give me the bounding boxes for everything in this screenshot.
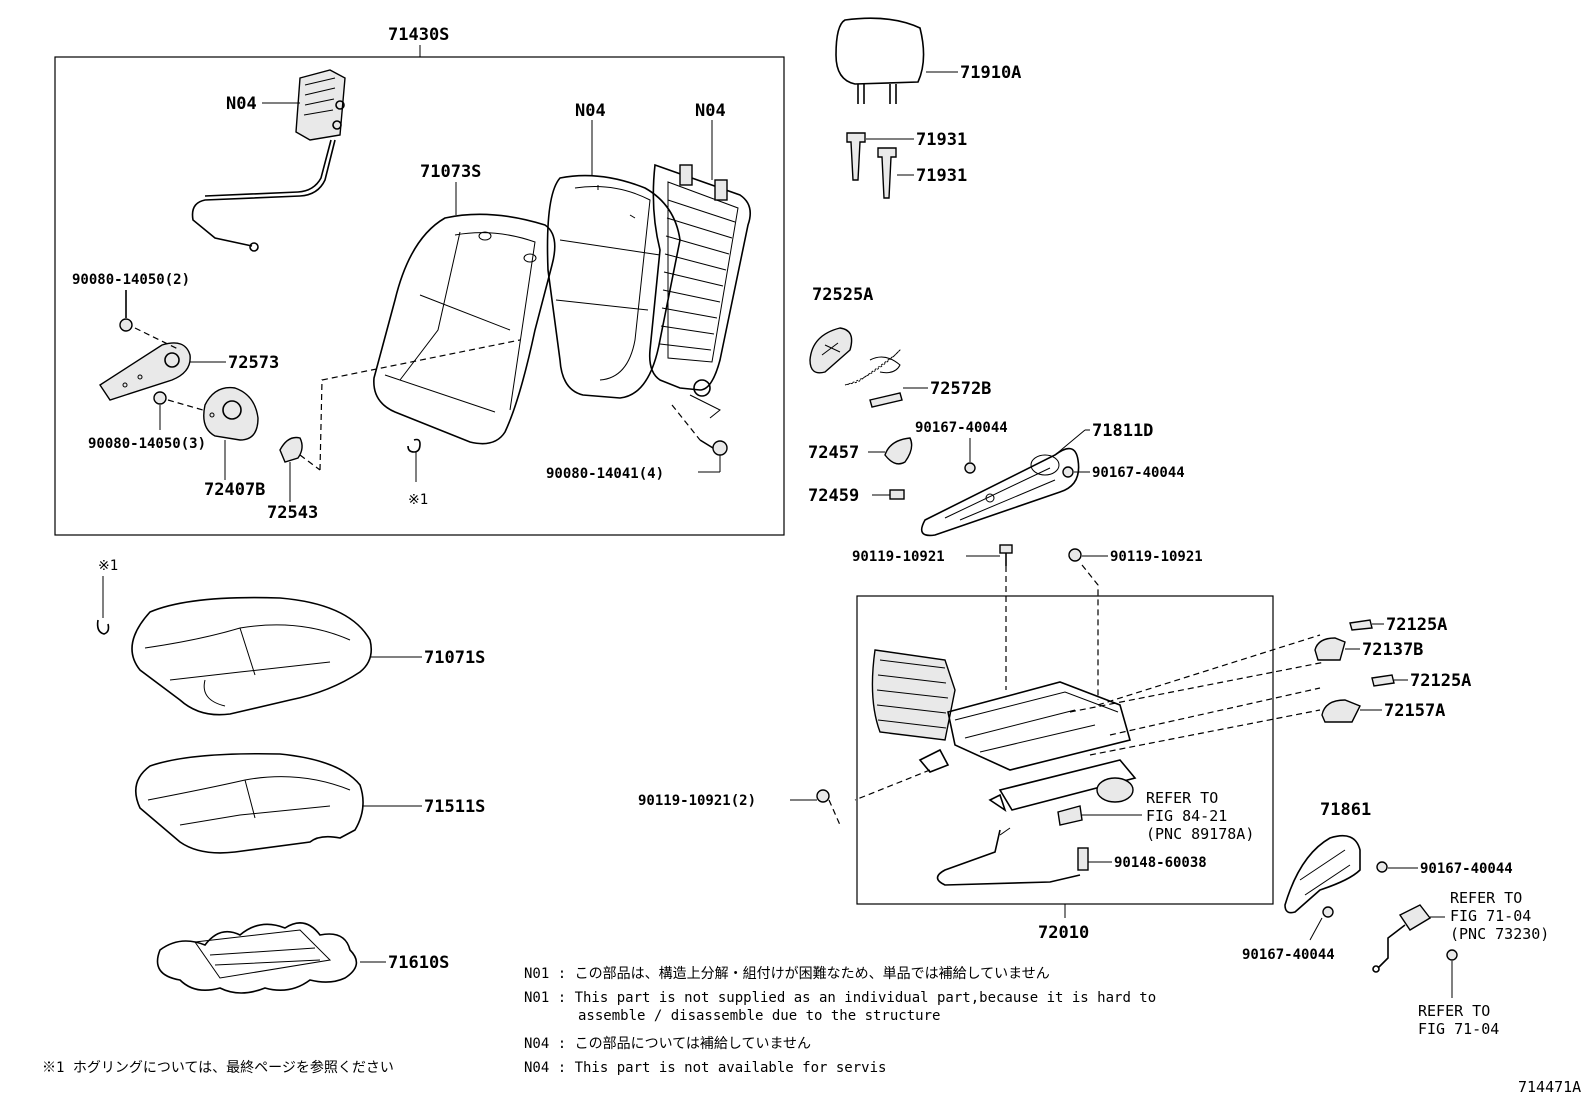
ref-fig-71-04-a-line2[interactable]: FIG 71-04 — [1450, 907, 1531, 925]
cover-72137B[interactable] — [1314, 637, 1346, 661]
label-screw-90167-40044-d[interactable]: 90167-40044 — [1242, 947, 1335, 963]
label-bolt-90119-10921-b[interactable]: 90119-10921 — [1110, 549, 1203, 565]
shield-71861[interactable] — [1284, 834, 1361, 914]
label-72407B[interactable]: 72407B — [204, 480, 265, 500]
label-72457[interactable]: 72457 — [808, 443, 859, 463]
label-72543[interactable]: 72543 — [267, 503, 318, 523]
label-71430S[interactable]: 71430S — [388, 25, 449, 45]
gasket-72572B[interactable] — [844, 349, 903, 408]
figure-id: 714471A — [1518, 1078, 1581, 1096]
clip-72125A-a[interactable] — [1349, 619, 1373, 631]
label-72459[interactable]: 72459 — [808, 486, 859, 506]
bolt-90080-14050-top[interactable] — [119, 290, 133, 332]
label-screw-90167-40044-b[interactable]: 90167-40044 — [1092, 465, 1185, 481]
label-n04-pad[interactable]: N04 — [575, 101, 606, 121]
note-n04-japanese: N04 : この部品については補給していません — [524, 1036, 811, 1052]
label-72125A-a[interactable]: 72125A — [1386, 615, 1447, 635]
screw-90148-60038[interactable] — [1077, 847, 1089, 871]
recliner-arm-72573[interactable] — [99, 342, 191, 401]
note-n04-english: N04 : This part is not available for ser… — [524, 1060, 886, 1076]
label-screw-90167-40044-c[interactable]: 90167-40044 — [1420, 861, 1513, 877]
cover-72157A[interactable] — [1321, 699, 1361, 723]
shield-cover-71811D[interactable] — [920, 447, 1080, 537]
seat-track-frame[interactable] — [871, 649, 1137, 812]
ref-fig-84-21-line3: (PNC 89178A) — [1146, 825, 1254, 843]
bolt-90080-14050-mid[interactable] — [153, 391, 167, 405]
headrest-guide-71931-b[interactable] — [877, 147, 897, 199]
label-71511S[interactable]: 71511S — [424, 797, 485, 817]
screw-90167-40044-c[interactable] — [1376, 861, 1388, 873]
hog-ring-mark-back: ※1 — [408, 492, 428, 508]
ref-fig-84-21-line1: REFER TO — [1146, 789, 1218, 807]
screw-90167-40044-b[interactable] — [1062, 466, 1074, 478]
label-71931-b[interactable]: 71931 — [916, 166, 967, 186]
armrest-lever-part[interactable] — [191, 69, 346, 252]
hog-ring-icon-cushion — [96, 619, 110, 635]
clip-72125A-b[interactable] — [1371, 674, 1395, 687]
label-72573[interactable]: 72573 — [228, 353, 279, 373]
recliner-plate-72407B[interactable] — [203, 386, 259, 441]
label-bolt-90080-14050-2[interactable]: 90080-14050(2) — [72, 272, 190, 288]
label-71910A[interactable]: 71910A — [960, 63, 1021, 83]
label-72010[interactable]: 72010 — [1038, 923, 1089, 943]
label-bolt-90080-14050-3[interactable]: 90080-14050(3) — [88, 436, 206, 452]
cover-cap-72543[interactable] — [279, 436, 303, 463]
label-bolt-90119-10921-a[interactable]: 90119-10921 — [852, 549, 945, 565]
label-90148-60038[interactable]: 90148-60038 — [1114, 855, 1207, 871]
label-bolt-90080-14041-4[interactable]: 90080-14041(4) — [546, 466, 664, 482]
seat-cushion-pad-71511S[interactable] — [134, 752, 364, 854]
note-n01-japanese: N01 : この部品は、構造上分解・組付けが困難なため、単品では補給していません — [524, 966, 1050, 982]
label-bolt-90119-10921-2[interactable]: 90119-10921(2) — [638, 793, 756, 809]
label-screw-90167-40044-a[interactable]: 90167-40044 — [915, 420, 1008, 436]
bolt-90119-10921-b[interactable] — [1068, 548, 1082, 562]
headrest-guide-71931-a[interactable] — [846, 132, 866, 181]
seat-track-assembly-box — [856, 595, 1274, 905]
bolt-90080-14041[interactable] — [699, 439, 728, 456]
hog-ring-mark-cushion: ※1 — [98, 558, 118, 574]
seat-spring-71610S[interactable] — [156, 922, 358, 994]
ref-fig-71-04-a-line3: (PNC 73230) — [1450, 925, 1549, 943]
note-n01-english-2: assemble / disassemble due to the struct… — [578, 1008, 940, 1024]
label-71073S[interactable]: 71073S — [420, 162, 481, 182]
label-71931-a[interactable]: 71931 — [916, 130, 967, 150]
label-71610S[interactable]: 71610S — [388, 953, 449, 973]
connector-bracket[interactable] — [1057, 805, 1083, 826]
seatback-assembly-box — [54, 56, 785, 536]
bolt-90119-10921-c[interactable] — [816, 789, 830, 803]
label-72157A[interactable]: 72157A — [1384, 701, 1445, 721]
seatback-frame-n04[interactable] — [648, 163, 751, 419]
ref-fig-71-04-a-line1: REFER TO — [1450, 889, 1522, 907]
note-n01-english-1: N01 : This part is not supplied as an in… — [524, 990, 1156, 1006]
ref-fig-71-04-b-line2[interactable]: FIG 71-04 — [1418, 1020, 1499, 1038]
clip-72459[interactable] — [889, 489, 905, 500]
label-n04-lever[interactable]: N04 — [226, 94, 257, 114]
cap-72457[interactable] — [884, 437, 913, 465]
label-72572B[interactable]: 72572B — [930, 379, 991, 399]
screw-90167-40044-a[interactable] — [964, 462, 976, 474]
ref-fig-71-04-b-line1: REFER TO — [1418, 1002, 1490, 1020]
seat-cushion-cover-71071S[interactable] — [131, 596, 373, 716]
bolt-90119-10921-a[interactable] — [999, 544, 1013, 566]
wire-harness[interactable] — [936, 827, 1081, 886]
label-71861[interactable]: 71861 — [1320, 800, 1371, 820]
seatback-pad-n04[interactable] — [546, 174, 681, 399]
label-72525A[interactable]: 72525A — [812, 285, 873, 305]
label-n04-frame[interactable]: N04 — [695, 101, 726, 121]
seatback-cover-71073S[interactable] — [373, 213, 556, 445]
belt-buckle-sensor[interactable] — [1372, 904, 1458, 973]
screw-90167-40044-d[interactable] — [1322, 906, 1334, 918]
label-71071S[interactable]: 71071S — [424, 648, 485, 668]
knob-72525A[interactable] — [809, 327, 853, 374]
label-71811D[interactable]: 71811D — [1092, 421, 1153, 441]
label-72125A-b[interactable]: 72125A — [1410, 671, 1471, 691]
label-72137B[interactable]: 72137B — [1362, 640, 1423, 660]
ref-fig-84-21-line2[interactable]: FIG 84-21 — [1146, 807, 1227, 825]
note-hog-ring: ※1 ホグリングについては、最終ページを参照ください — [42, 1059, 394, 1076]
hog-ring-icon — [407, 438, 421, 453]
headrest-71910A[interactable] — [835, 17, 925, 104]
